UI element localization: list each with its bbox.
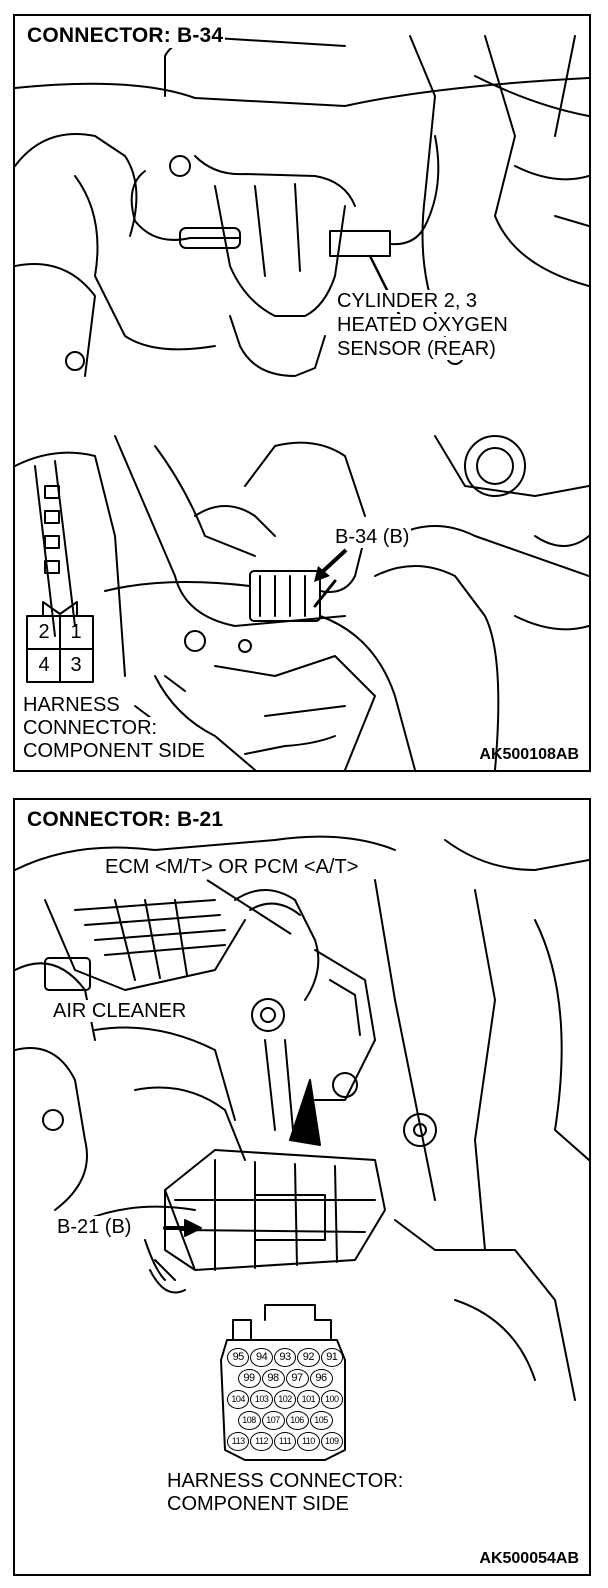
harness-label-line-3: COMPONENT SIDE	[21, 740, 207, 762]
b34-figure-code: AK500108AB	[479, 746, 579, 763]
b21-illustration	[15, 835, 589, 1461]
harness-label-line-1: HARNESS	[21, 694, 122, 716]
sensor-label-line-3: SENSOR (REAR)	[335, 338, 498, 360]
pin-cell: 97	[285, 1369, 309, 1388]
pin-cell: 94	[250, 1348, 273, 1367]
pin-1: 1	[70, 621, 82, 643]
ecm-leader-icon	[206, 879, 292, 935]
b21-connector-callout: B-21 (B)	[55, 1216, 134, 1238]
sensor-label-line-1: CYLINDER 2, 3	[335, 290, 480, 312]
pin-cell: 96	[309, 1369, 333, 1388]
pin-cell: 104	[226, 1390, 250, 1409]
b34-connector-callout: B-34 (B)	[333, 526, 412, 548]
pin-cell: 92	[297, 1348, 320, 1367]
pin-cell: 95	[226, 1348, 250, 1367]
b21-figure-code: AK500054AB	[479, 1550, 579, 1567]
pin-cell: 112	[250, 1432, 273, 1451]
b34-title: CONNECTOR: B-34	[25, 24, 226, 48]
pin-cell: 102	[273, 1390, 297, 1409]
b34-illustration	[15, 35, 589, 770]
pin-cell: 108	[237, 1411, 261, 1430]
pin-cell: 113	[226, 1432, 250, 1451]
pin-cell: 106	[285, 1411, 309, 1430]
pin-cell: 101	[297, 1390, 320, 1409]
sensor-label-line-2: HEATED OXYGEN	[335, 314, 510, 336]
b21-harness-label-line-1: HARNESS CONNECTOR:	[165, 1470, 406, 1492]
pin-cell: 100	[320, 1390, 344, 1409]
harness-label-line-2: CONNECTOR:	[21, 717, 160, 739]
pin-cell: 103	[250, 1390, 273, 1409]
pin-cell: 107	[261, 1411, 285, 1430]
pin-cell: 111	[273, 1432, 297, 1451]
pin-cell: 91	[320, 1348, 344, 1367]
pin-cell: 93	[273, 1348, 297, 1367]
pin-2: 2	[38, 621, 50, 643]
air-cleaner-label: AIR CLEANER	[51, 1000, 189, 1022]
ecm-label: ECM <M/T> OR PCM <A/T>	[103, 856, 361, 878]
b21-title: CONNECTOR: B-21	[25, 808, 226, 832]
pin-3: 3	[70, 654, 82, 676]
pin-cell: 105	[309, 1411, 333, 1430]
pin-cell: 99	[237, 1369, 261, 1388]
connector-b34-panel: CONNECTOR: B-34 CYLINDER 2, 3 HEATED OXY…	[13, 14, 591, 772]
pin-cell: 98	[261, 1369, 285, 1388]
b21-harness-label-line-2: COMPONENT SIDE	[165, 1493, 351, 1515]
b34-arrow-icon	[314, 548, 348, 582]
pin-4: 4	[38, 654, 50, 676]
connector-b21-panel: CONNECTOR: B-21 ECM <M/T> OR PCM <A/T> A…	[13, 798, 591, 1576]
pin-cell: 110	[297, 1432, 320, 1451]
pin-cell: 109	[320, 1432, 344, 1451]
